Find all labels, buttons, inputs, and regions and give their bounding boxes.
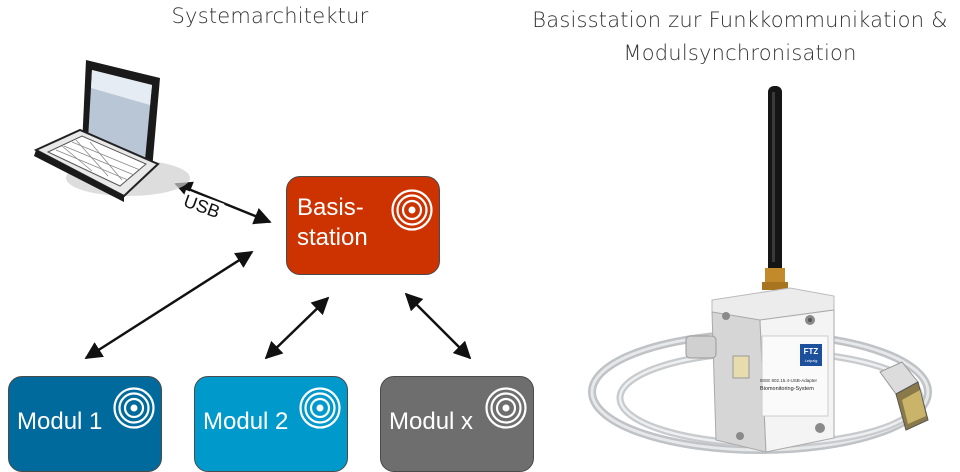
arrow-base-modul1 [84,250,254,360]
right-title-line1: Basisstation zur Funkkommunikation & [532,8,948,32]
radio-wave-icon [299,387,341,429]
radio-wave-icon [485,387,527,429]
radio-wave-icon [391,189,433,231]
right-title: Basisstation zur Funkkommunikation & Mod… [520,4,960,70]
device-brand-label: FTZ [803,347,819,356]
module-1-box: Modul 1 [8,376,162,472]
module-1-label: Modul 1 [17,408,103,435]
module-x-box: Modul x [380,376,534,472]
base-station-box: Basis- station [286,176,440,275]
right-title-line2: Modulsynchronisation [623,41,857,65]
device-label-line2: Biomonitoring-System [760,386,814,392]
base-station-label: Basis- station [297,194,368,251]
module-2-box: Modul 2 [194,376,348,472]
left-title: Systemarchitektur [171,4,369,28]
arrow-base-modulx [404,292,472,360]
device-label-line1: IEEE 802.15.4-USB-Adapter [760,378,818,383]
radio-wave-icon [113,387,155,429]
device-brand-sub-label: Leipzig [804,358,818,363]
usb-plug [879,361,929,431]
module-2-label: Modul 2 [203,408,289,435]
module-x-label: Modul x [389,408,474,435]
arrow-base-modul2 [264,296,330,360]
